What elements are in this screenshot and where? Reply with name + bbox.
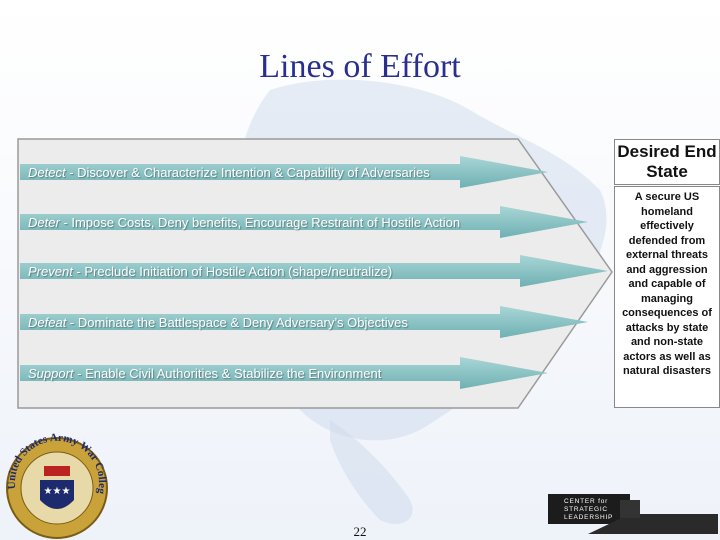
csl-logo-text: CENTER for STRATEGIC LEADERSHIP — [564, 498, 613, 522]
description: - Enable Civil Authorities & Stabilize t… — [73, 366, 382, 381]
keyword: Detect — [28, 165, 66, 180]
arrow-deter — [20, 206, 588, 238]
logo-line-1: CENTER for — [564, 498, 609, 505]
keyword: Deter — [28, 215, 60, 230]
page-number: 22 — [353, 524, 367, 539]
arrow-detect — [20, 156, 548, 188]
army-war-college-seal-icon: United States Army War College ★★★ — [2, 430, 108, 539]
line-of-effort-prevent: Prevent - Preclude Initiation of Hostile… — [28, 264, 392, 279]
description: - Preclude Initiation of Hostile Action … — [72, 264, 393, 279]
keyword: Defeat — [28, 315, 67, 330]
svg-text:★★★: ★★★ — [44, 486, 71, 497]
logo-line-3: LEADERSHIP — [564, 514, 614, 521]
line-of-effort-detect: Detect - Discover & Characterize Intenti… — [28, 165, 430, 180]
description: - Discover & Characterize Intention & Ca… — [65, 165, 430, 180]
arrow-support — [20, 357, 548, 389]
logo-line-2: STRATEGIC — [564, 506, 608, 513]
center-strategic-leadership-logo — [548, 494, 718, 534]
arrow-prevent — [20, 255, 608, 287]
line-of-effort-support: Support - Enable Civil Authorities & Sta… — [28, 366, 381, 381]
desired-end-state-text: A secure US homeland effectively defende… — [614, 186, 720, 408]
arrow-defeat — [20, 306, 588, 338]
keyword: Support — [28, 366, 74, 381]
line-of-effort-defeat: Defeat - Dominate the Battlespace & Deny… — [28, 315, 408, 330]
line-of-effort-deter: Deter - Impose Costs, Deny benefits, Enc… — [28, 215, 460, 230]
description: - Impose Costs, Deny benefits, Encourage… — [59, 215, 461, 230]
desired-end-state-heading: Desired End State — [614, 139, 720, 185]
description: - Dominate the Battlespace & Deny Advers… — [66, 315, 408, 330]
keyword: Prevent — [28, 264, 73, 279]
slide-title: Lines of Effort — [259, 48, 461, 85]
